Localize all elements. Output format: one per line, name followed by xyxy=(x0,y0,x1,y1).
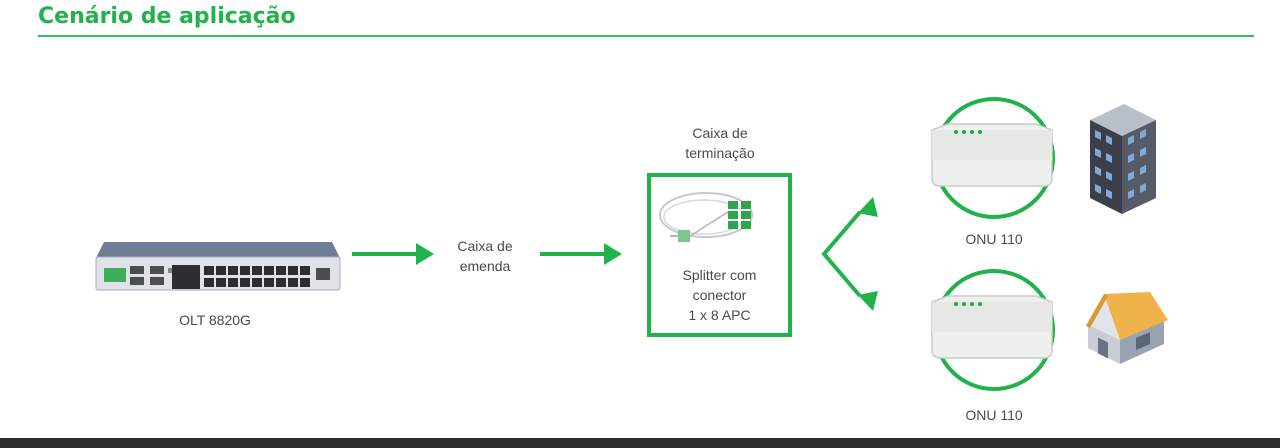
splitter-label-line2: conector xyxy=(692,287,747,303)
splitter-label-line3: 1 x 8 APC xyxy=(688,307,751,323)
onu-bottom-label: ONU 110 xyxy=(965,407,1023,423)
fork-arrows-to-onus xyxy=(821,197,878,311)
title-divider xyxy=(38,35,1254,37)
house-icon xyxy=(1086,292,1168,364)
building-icon xyxy=(1090,104,1156,214)
splice-box-label: Caixa de emenda xyxy=(430,236,540,276)
onu-top-label: ONU 110 xyxy=(965,231,1023,247)
termination-caption-line2: terminação xyxy=(685,145,755,161)
footer-bar xyxy=(0,438,1280,448)
olt-label: OLT 8820G xyxy=(179,312,251,328)
splitter-label: Splitter com conector 1 x 8 APC xyxy=(654,265,785,325)
termination-caption-line1: Caixa de xyxy=(692,125,748,141)
onu-top-image xyxy=(931,97,1055,219)
onu-bottom-image xyxy=(931,269,1055,391)
page-title: Cenário de aplicação xyxy=(38,4,296,29)
splice-box-label-line1: Caixa de xyxy=(457,238,513,254)
arrow-to-termination-box xyxy=(540,243,622,265)
olt-device-image xyxy=(95,242,341,291)
splice-box-label-line2: emenda xyxy=(459,258,511,274)
termination-box-caption: Caixa de terminação xyxy=(660,123,780,163)
termination-box-frame xyxy=(647,173,792,337)
splitter-image xyxy=(659,192,753,242)
splitter-label-line1: Splitter com xyxy=(682,267,757,283)
arrow-to-splice-box xyxy=(352,243,434,265)
